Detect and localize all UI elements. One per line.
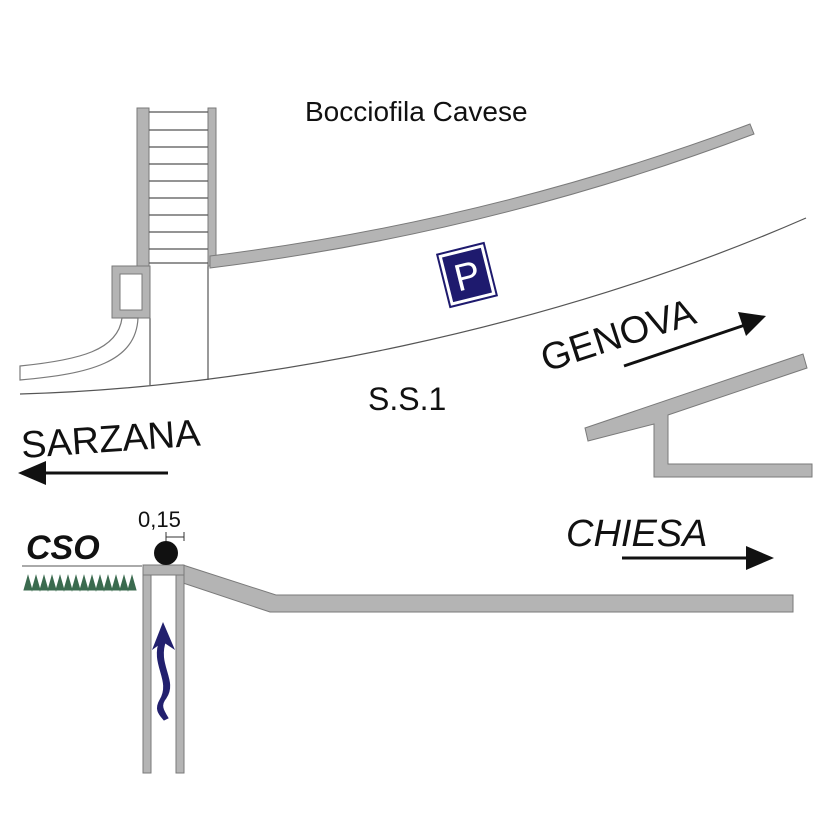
route-arrow-icon — [152, 622, 175, 721]
chiesa-label: CHIESA — [566, 513, 707, 555]
road-label: S.S.1 — [368, 381, 446, 417]
location-dot-icon — [154, 541, 178, 565]
curved-wall-left — [19, 317, 139, 381]
road-edge-upper — [19, 217, 807, 395]
right-junction-wall — [584, 353, 813, 478]
small-structure — [111, 265, 151, 319]
lane-walls — [142, 564, 185, 774]
genova-label: GENOVA — [536, 291, 702, 381]
measure-indicator — [165, 532, 185, 541]
bocciofila-label: Bocciofila Cavese — [305, 96, 528, 127]
sarzana-label: SARZANA — [20, 413, 203, 467]
genova-arrow-icon — [623, 312, 766, 368]
chiesa-arrow-icon — [622, 546, 774, 570]
sarzana-arrow-icon — [18, 461, 168, 485]
lower-road-wall — [182, 564, 794, 613]
hedge-icon — [22, 565, 142, 592]
staircase — [136, 107, 217, 267]
cso-label: CSO — [26, 529, 100, 567]
measure-label: 0,15 — [138, 507, 181, 532]
parking-sign-icon: P — [435, 241, 499, 309]
upper-road-wall — [209, 123, 755, 269]
